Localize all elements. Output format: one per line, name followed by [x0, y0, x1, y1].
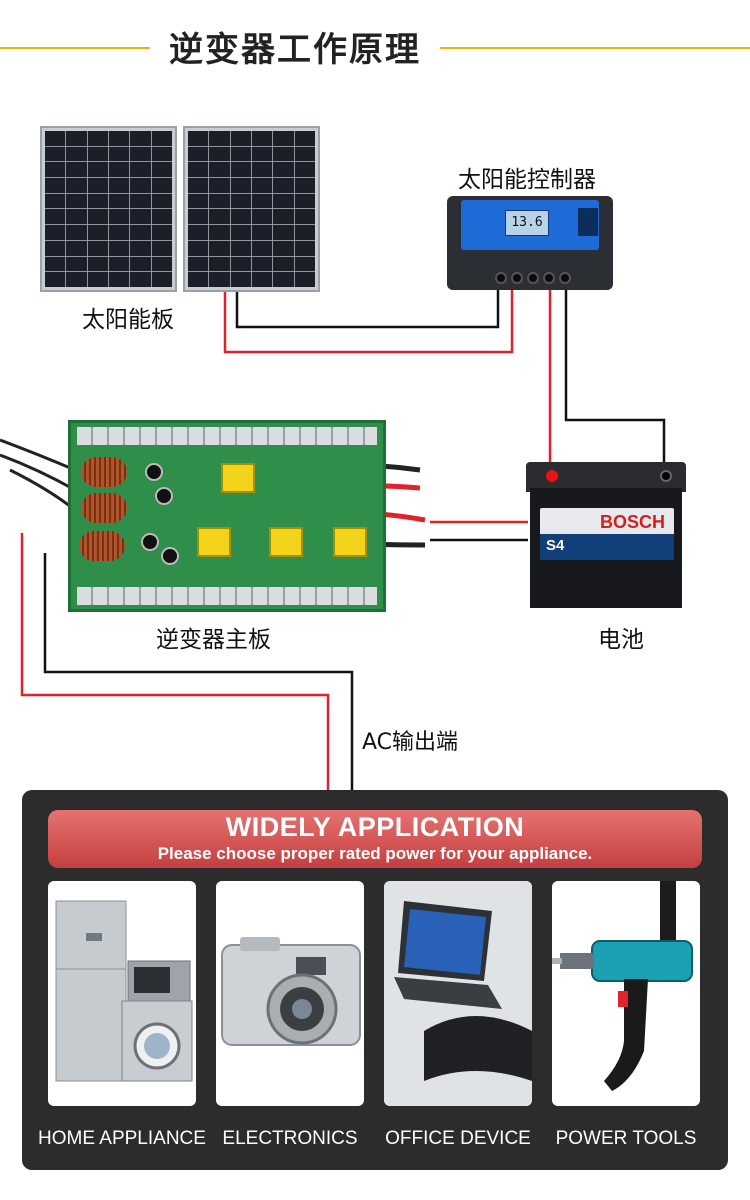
controller-terminal [543, 272, 555, 284]
power-tools-card [552, 881, 700, 1106]
electronics-card [216, 881, 364, 1106]
battery-negative-terminal [660, 470, 672, 482]
title-line-right [440, 47, 750, 49]
toroid-coil [81, 493, 127, 523]
solar-panel-label: 太阳能板 [82, 307, 174, 333]
transformer [333, 527, 367, 557]
application-banner: WIDELY APPLICATION Please choose proper … [48, 810, 702, 868]
battery-positive-terminal [546, 470, 558, 482]
toroid-coil [81, 457, 127, 487]
controller-terminal [495, 272, 507, 284]
office-device-card [384, 881, 532, 1106]
wire-solar-black [235, 290, 500, 329]
controller-terminal [559, 272, 571, 284]
heatsink [77, 427, 377, 445]
controller-terminal [511, 272, 523, 284]
capacitor [141, 533, 159, 551]
title-line-left [0, 47, 150, 49]
controller-terminal [527, 272, 539, 284]
capacitor [161, 547, 179, 565]
inverter-board-label: 逆变器主板 [156, 627, 271, 653]
controller-label: 太阳能控制器 [458, 167, 596, 193]
application-title: WIDELY APPLICATION [225, 812, 525, 842]
home-appliance-icon [55, 900, 193, 1082]
battery-model: S4 [546, 537, 565, 554]
battery-stripe [540, 534, 674, 560]
transformer [197, 527, 231, 557]
usb-port-icon [578, 208, 598, 236]
controller-face: 13.6 [461, 200, 599, 250]
left-cable-2 [0, 453, 76, 492]
wire-ctrl-batt-black [564, 290, 666, 470]
wire-solar-red [223, 290, 514, 354]
controller-lcd: 13.6 [505, 210, 549, 236]
power-drill-icon [552, 881, 693, 1091]
camera-icon [221, 937, 361, 1046]
charge-controller-icon: 13.6 [447, 196, 613, 290]
wire-ac-black [43, 553, 354, 790]
ac-output-label: AC输出端 [362, 730, 459, 755]
solar-cells [188, 131, 315, 287]
transformer [269, 527, 303, 557]
application-subtitle: Please choose proper rated power for you… [157, 844, 593, 863]
power-tools-label: POWER TOOLS [555, 1128, 697, 1149]
office-device-label: OFFICE DEVICE [385, 1128, 531, 1149]
capacitor [145, 463, 163, 481]
page-title: 逆变器工作原理 [169, 30, 421, 70]
wire-ac-red [20, 533, 330, 790]
circuit-board-icon [68, 420, 386, 612]
solar-cells [45, 131, 172, 287]
heatsink [77, 587, 377, 605]
left-cable-3 [9, 468, 76, 512]
capacitor [155, 487, 173, 505]
solar-panel-icon [40, 126, 322, 292]
toroid-coil [79, 531, 125, 561]
left-cable-1 [0, 438, 76, 472]
solar-panel-left [40, 126, 177, 292]
electronics-label: ELECTRONICS [222, 1128, 358, 1149]
battery-brand: BOSCH [600, 512, 666, 532]
transformer [221, 463, 255, 493]
home-appliance-card [48, 881, 196, 1106]
solar-panel-right [183, 126, 320, 292]
laptop-icon [384, 881, 532, 1106]
car-battery-icon: BOSCH S4 [526, 462, 686, 610]
wiring-diagram [0, 290, 666, 790]
home-appliance-label: HOME APPLIANCE [38, 1128, 206, 1149]
application-panel: WIDELY APPLICATION Please choose proper … [22, 790, 728, 1170]
battery-label: 电池 [598, 627, 644, 653]
